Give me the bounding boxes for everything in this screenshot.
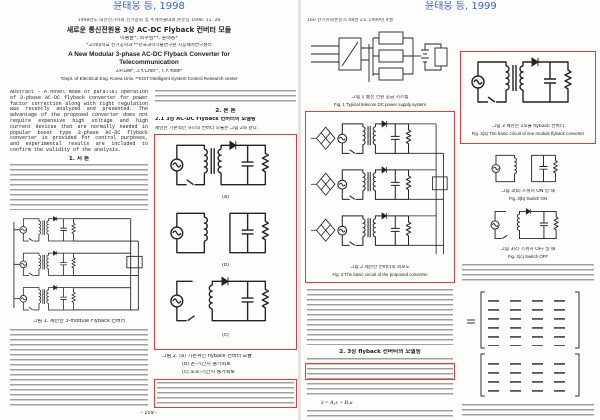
highlight-box-text — [305, 363, 455, 380]
highlight-box-figure-2 — [305, 111, 455, 283]
body-text-lines — [307, 289, 453, 345]
body-text-lines — [307, 410, 453, 418]
running-header: 1998년도 대한전기학회 전기층회 및 추계학술대회 논문집 1998. 11… — [77, 18, 221, 23]
figure-2a-flyback-module — [170, 140, 269, 186]
figure-2c-off-period-circuit — [170, 276, 269, 322]
figure-1-caption: 그림 1. 제안한 3-module Flyback 컨버터 — [32, 319, 126, 324]
figure-2-caption-line-2: (b) 온-기간시 등가회로 — [182, 362, 231, 367]
figure-2-caption-korean: 그림 2 제안한 컨버터의 회로도 — [350, 265, 410, 270]
paper-title-english-line-1: A New Modular 3-phase AC-DC Flyback Conv… — [68, 51, 230, 58]
body-text-lines — [157, 382, 294, 406]
figure-2b-label: (b) — [221, 263, 230, 268]
body-text-lines — [307, 358, 453, 398]
state-matrix-equation — [467, 291, 580, 397]
figure-1-caption-english: Fig. 1 Typical telecom DC power supply s… — [333, 101, 427, 107]
flyback-module — [337, 212, 412, 246]
authors-korean: 이종술*, 최우범**, 윤태웅* — [120, 36, 178, 41]
running-header: 160 전기학회논문지 48권 2호 1999년 4월 — [307, 18, 393, 23]
authors-english: J.P.Lee*, J.Y.Choi**, T.Y.Yoon* — [115, 69, 183, 74]
figure-2-caption-english: Fig. 2 The basic circuit of the proposed… — [332, 272, 428, 277]
highlight-box-figure-3a — [460, 51, 596, 144]
body-text-lines — [10, 329, 148, 408]
figure-2c-label: (c) — [222, 333, 229, 338]
figure-2-caption-line-3: (c) 오프-기간시 등가회로 — [182, 370, 236, 375]
figure-3b-switch-on-circuit — [491, 154, 558, 183]
figure-1-three-module-circuit — [13, 216, 143, 311]
flyback-module — [19, 285, 76, 311]
highlight-box-figure-2 — [154, 134, 297, 350]
subsection-heading-modeling: 2.1 3상 AC-DC Flyback 컨버터의 모델링 — [155, 117, 256, 122]
page-number: - 109 - — [140, 411, 158, 416]
figure-3a-one-module-circuit — [471, 57, 572, 103]
paper-page-1998: 윤태웅 등, 1998 1998년도 대한전기학회 전기층회 및 추계학술대회 … — [0, 0, 298, 420]
section-heading-main: 2. 본 론 — [215, 108, 236, 114]
source-label-1999: 윤태웅 등, 1999 — [425, 1, 497, 12]
paper-title-english-line-2: Telecommunication — [119, 59, 179, 66]
abstract: Abstract - A novel mode of parallel oper… — [10, 90, 148, 153]
state-equation: ẋ = A₁x + B₁u — [321, 400, 353, 406]
body-text-lines — [462, 404, 594, 416]
page-divider — [298, 0, 301, 420]
figure-2-caption-line-1: 그림 2. (a) 기본적인 flyback 컨버터 모듈 — [162, 354, 252, 359]
paper-page-1999: 윤태웅 등, 1999 160 전기학회논문지 48권 2호 1999년 4월 — [301, 0, 600, 420]
highlight-box-text — [154, 379, 297, 408]
flyback-module — [19, 216, 76, 242]
figure-2-proposed-converter-circuit — [311, 120, 448, 255]
flyback-module — [19, 250, 76, 276]
body-text-lines — [155, 90, 296, 104]
section-heading-introduction: 1. 서 론 — [68, 156, 90, 162]
figure-1-caption-korean: 그림 1 통신 전원 공급 시스템 — [351, 95, 409, 100]
flyback-module — [337, 120, 412, 154]
figure-3a-caption-korean: 그림 3 제안한 1모듈 flyback 컨버터 — [492, 124, 564, 129]
source-label-1998: 윤태웅 등, 1998 — [113, 1, 185, 12]
paper-title-korean: 새로운 통신전원용 3상 AC-DC Flyback 컨버터 모듈 — [66, 26, 232, 34]
section-heading-modeling: 2. 3상 flyback 컨버터의 모델링 — [339, 349, 421, 355]
figure-2a-label: (a) — [222, 195, 229, 200]
affiliations-korean: *고려대학교 전기공학과 **한국과학기술연구원 지능제어연구센터 — [86, 42, 212, 48]
figure-3c-switch-off-circuit — [490, 208, 559, 240]
figure-3c-caption-korean: 그림 3(c) 스위치 OFF 일 때 — [500, 247, 556, 252]
figure-1-telecom-system-diagram — [311, 31, 448, 82]
figure-3c-caption-english: Fig. 3(c) Switch OFF — [507, 254, 549, 259]
body-text-lines — [462, 264, 594, 284]
figure-2b-on-period-circuit — [170, 212, 269, 254]
flyback-module — [337, 166, 412, 200]
intro-sentence: 제안한 기본적인 하나의 컨버터 모듈은 그림 2와 같다. — [155, 126, 259, 131]
body-text-lines — [10, 164, 148, 210]
affiliations-english: *Dept. of Electrical Eng. Korea Univ. **… — [60, 76, 238, 81]
figure-3b-caption-english: Fig. 3(b) Switch ON — [508, 196, 548, 201]
figure-3b-caption-korean: 그림 3(b) 스위치 ON 일 때 — [501, 189, 555, 194]
figure-3a-caption-english: Fig. 3(a) The basic circuit of one modul… — [471, 131, 585, 136]
